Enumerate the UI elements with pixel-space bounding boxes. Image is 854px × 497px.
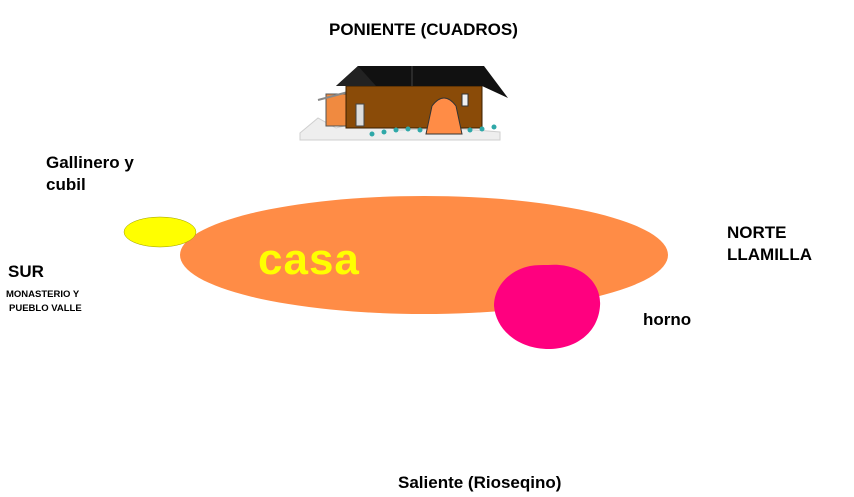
label-sur-sub-line2: PUEBLO VALLE: [9, 303, 82, 314]
house-roof: [336, 66, 508, 98]
label-norte: NORTE LLAMILLA: [727, 222, 812, 266]
label-sur: SUR: [8, 262, 44, 281]
label-gallinero: Gallinero y cubil: [46, 152, 134, 196]
annex-roof-line: [317, 91, 349, 101]
house-door: [355, 103, 365, 127]
label-gallinero-line1: Gallinero y: [46, 153, 134, 172]
label-poniente: PONIENTE (CUADROS): [329, 20, 518, 39]
label-sur-sub-line1: MONASTERIO Y: [6, 289, 80, 300]
house-oven: [425, 97, 463, 135]
house-roof-gable: [336, 66, 376, 86]
label-norte-line2: LLAMILLA: [727, 245, 812, 264]
house-illustration-icon: [299, 66, 508, 141]
label-gallinero-line2: cubil: [46, 175, 86, 194]
label-saliente: Saliente (Rioseqino): [398, 473, 562, 492]
shrubs: [369, 124, 497, 137]
label-norte-line1: NORTE: [727, 223, 787, 242]
gallinero-shape: [123, 216, 197, 248]
house-annex: [325, 93, 349, 127]
horno-shape: [494, 264, 601, 350]
house-chimney: [461, 93, 469, 107]
label-sur-sub: MONASTERIO Y PUEBLO VALLE: [6, 288, 82, 316]
house-wall: [345, 85, 483, 129]
label-casa: casa: [258, 235, 360, 284]
label-horno: horno: [643, 310, 692, 329]
